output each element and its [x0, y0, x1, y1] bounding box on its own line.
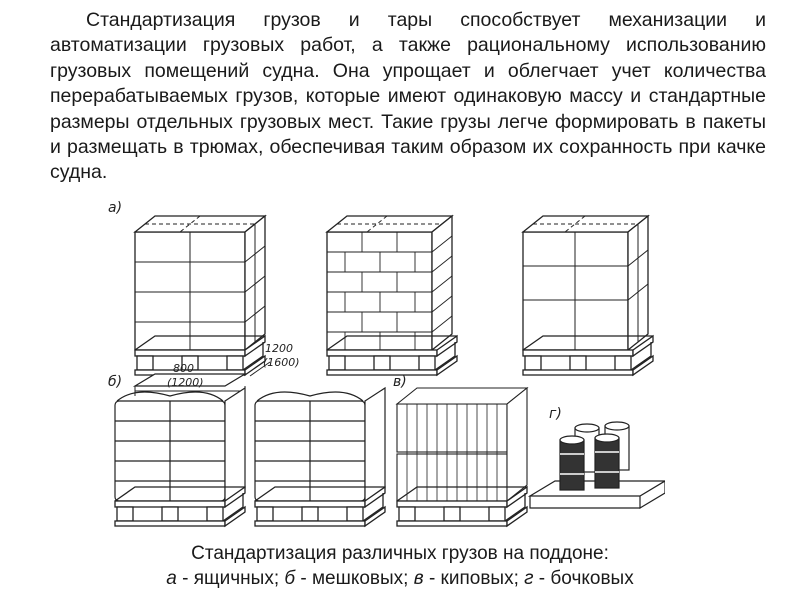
- label-v: в): [393, 374, 407, 390]
- label-a: а): [108, 200, 122, 216]
- caption-text-v: - киповых;: [423, 568, 525, 589]
- pallet-illustration: а) б) в) г) 800 (1200) 1200 (1600): [105, 196, 665, 541]
- label-g: г): [549, 406, 562, 422]
- caption-key-a: а: [166, 568, 177, 589]
- load-barrels: [527, 421, 665, 510]
- caption-text-b: - мешковых;: [295, 568, 414, 589]
- load-sacks-right: [254, 386, 386, 503]
- caption-key-v: в: [413, 568, 424, 589]
- caption-key-b: б: [284, 568, 296, 589]
- dim-width: 800: [173, 362, 194, 375]
- load-boxes-small: [325, 214, 458, 376]
- load-sacks-left: [114, 373, 248, 503]
- label-b: б): [108, 374, 122, 390]
- load-boxes-large: [133, 214, 271, 396]
- caption-text-g: - бочковых: [533, 568, 634, 589]
- figure-caption-title: Стандартизация различных грузов на поддо…: [191, 543, 609, 564]
- dim-width-alt: (1200): [167, 376, 204, 389]
- figure-caption-legend: а - ящичных; б - мешковых; в - киповых; …: [0, 566, 800, 591]
- caption-key-g: г: [524, 568, 534, 589]
- load-bales: [395, 386, 529, 503]
- load-boxes-medium: [521, 214, 654, 376]
- caption-text-a: - ящичных;: [176, 568, 285, 589]
- dim-length-alt: (1600): [263, 356, 300, 369]
- dim-length: 1200: [265, 342, 293, 355]
- body-paragraph: Стандартизация грузов и тары способствуе…: [50, 9, 766, 184]
